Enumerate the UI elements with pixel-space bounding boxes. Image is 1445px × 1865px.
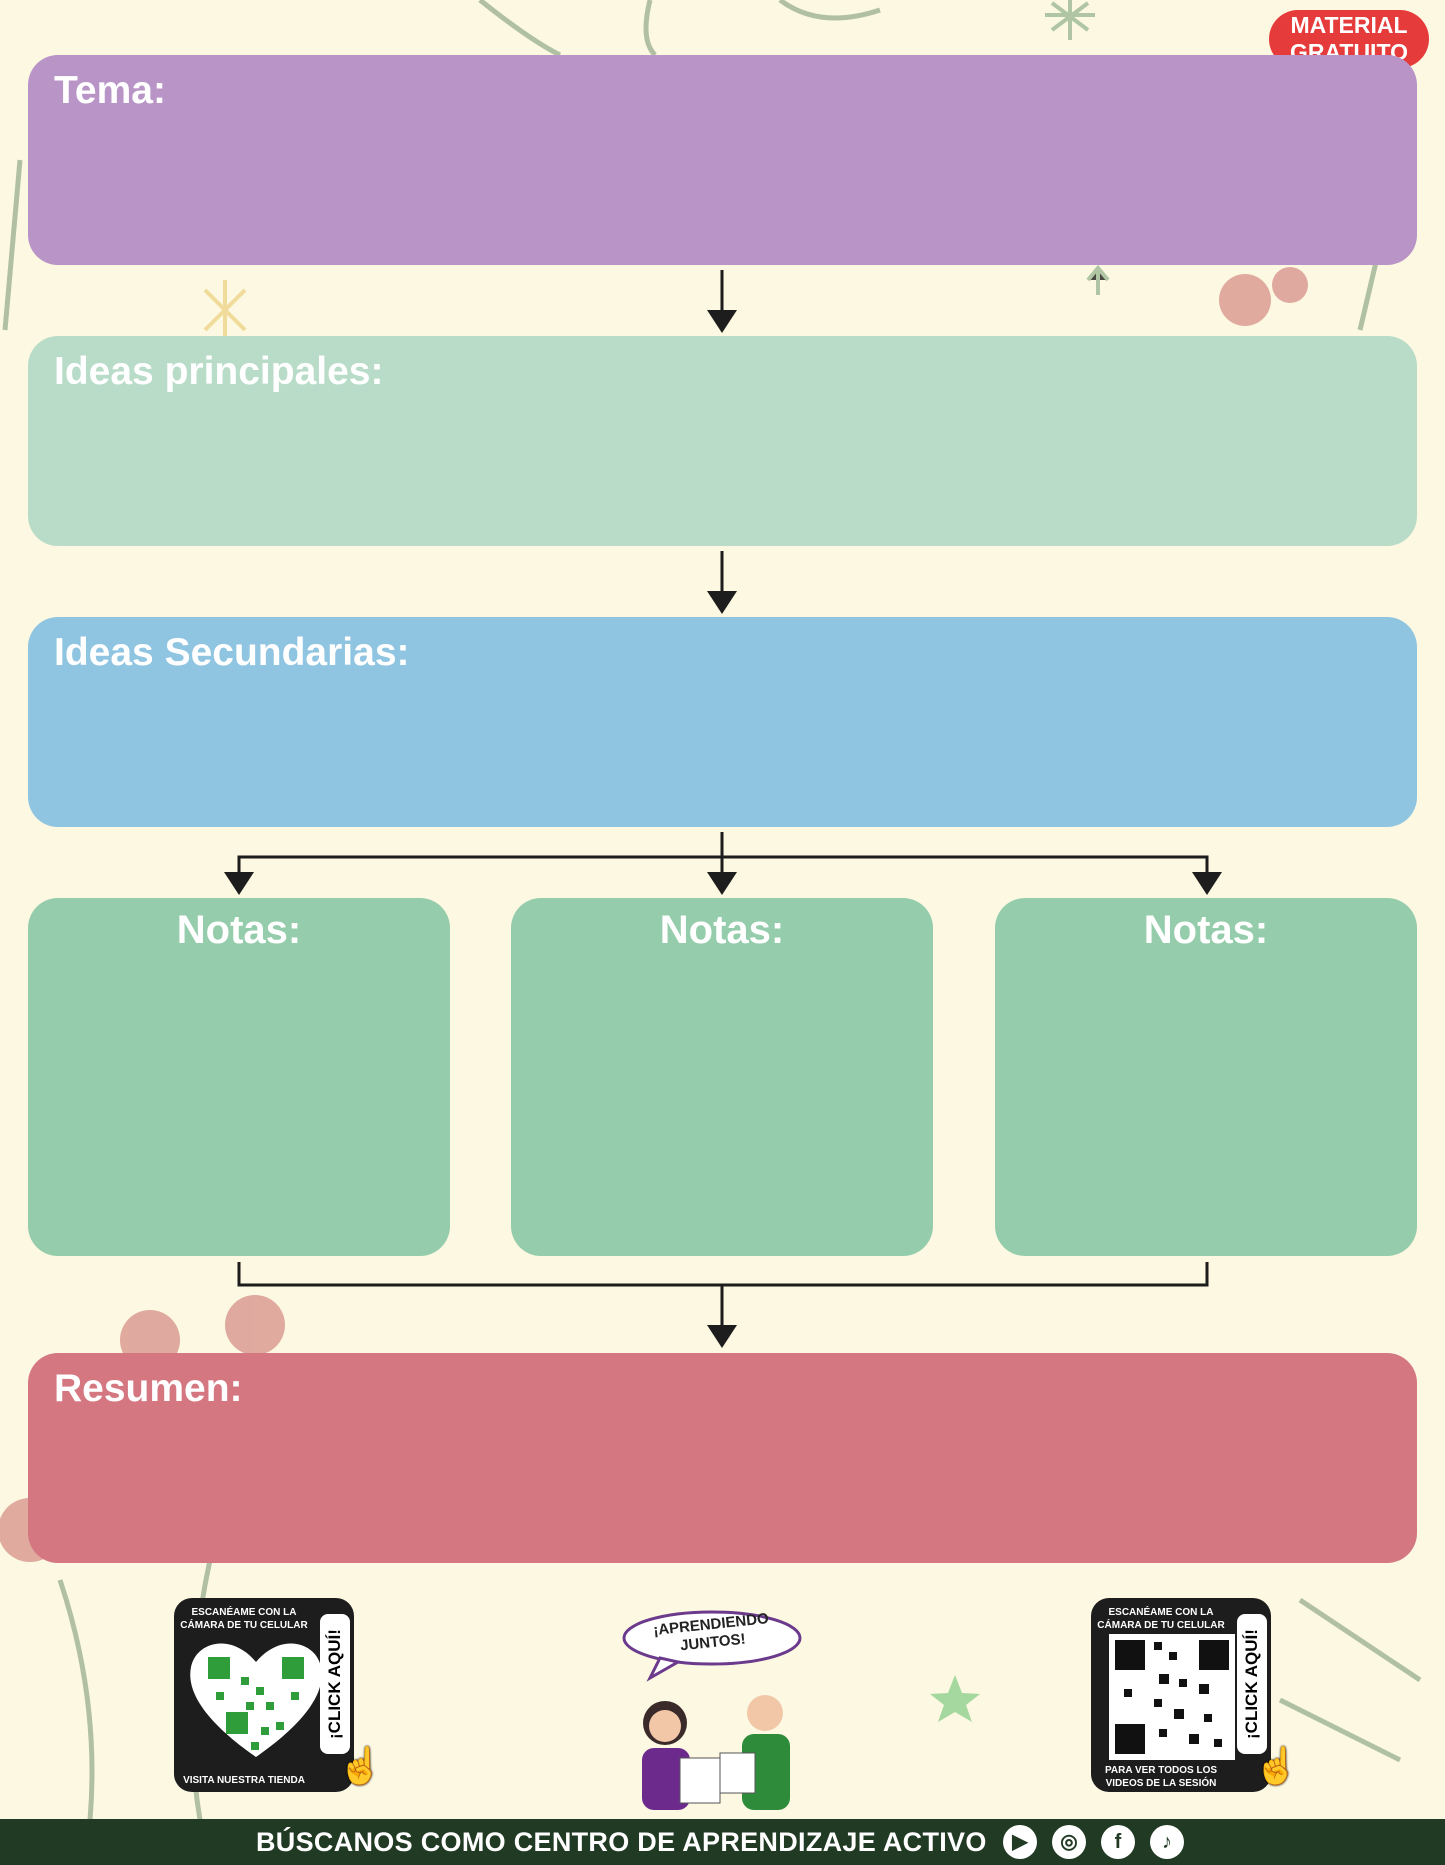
tiktok-icon[interactable]: ♪ (1150, 1825, 1184, 1859)
resumen-box[interactable]: Resumen: (28, 1353, 1417, 1563)
notas-title-1: Notas: (176, 908, 302, 952)
notas-box-1[interactable]: Notas: (28, 898, 450, 1256)
youtube-icon[interactable]: ▶ (1003, 1825, 1037, 1859)
tema-title: Tema: (54, 69, 166, 112)
heart-qr-code (190, 1643, 322, 1757)
hand-pointer-icon: ☝ (1254, 1745, 1299, 1786)
hand-pointer-icon: ☝ (338, 1745, 383, 1786)
ideas-principales-title: Ideas principales: (54, 350, 384, 393)
ideas-secundarias-box[interactable]: Ideas Secundarias: (28, 617, 1417, 827)
footer-text: BÚSCANOS COMO CENTRO DE APRENDIZAJE ACTI… (256, 1827, 987, 1857)
videos-click-here[interactable]: ¡CLICK AQUÍ! (1237, 1614, 1267, 1754)
notas-box-2[interactable]: Notas: (511, 898, 933, 1256)
ideas-principales-box[interactable]: Ideas principales: (28, 336, 1417, 546)
store-qr-footer: VISITA NUESTRA TIENDA (183, 1775, 305, 1786)
store-qr-card[interactable]: ESCANÉAME CON LA CÁMARA DE TU CELULAR VI… (174, 1598, 354, 1792)
instagram-icon[interactable]: ◎ (1052, 1825, 1086, 1859)
badge-line-1: MATERIAL (1290, 12, 1408, 38)
facebook-icon[interactable]: f (1101, 1825, 1135, 1859)
videos-qr-card[interactable]: ESCANÉAME CON LA CÁMARA DE TU CELULAR PA… (1091, 1598, 1271, 1792)
videos-qr-caption: ESCANÉAME CON LA CÁMARA DE TU CELULAR (1097, 1607, 1225, 1631)
speech-bubble-text: ¡APRENDIENDO JUNTOS! (631, 1608, 794, 1661)
notas-title-2: Notas: (659, 908, 785, 952)
notas-box-3[interactable]: Notas: (995, 898, 1417, 1256)
notas-title-3: Notas: (1143, 908, 1269, 952)
ideas-secundarias-title: Ideas Secundarias: (54, 631, 410, 674)
videos-qr-code (1109, 1634, 1235, 1760)
store-qr-caption: ESCANÉAME CON LA CÁMARA DE TU CELULAR (180, 1607, 308, 1631)
resumen-title: Resumen: (54, 1367, 243, 1410)
footer-bar: BÚSCANOS COMO CENTRO DE APRENDIZAJE ACTI… (0, 1819, 1445, 1865)
store-click-here[interactable]: ¡CLICK AQUÍ! (320, 1614, 350, 1754)
videos-qr-footer: PARA VER TODOS LOS VIDEOS DE LA SESIÓN (1104, 1765, 1218, 1789)
tema-box[interactable]: Tema: (28, 55, 1417, 265)
